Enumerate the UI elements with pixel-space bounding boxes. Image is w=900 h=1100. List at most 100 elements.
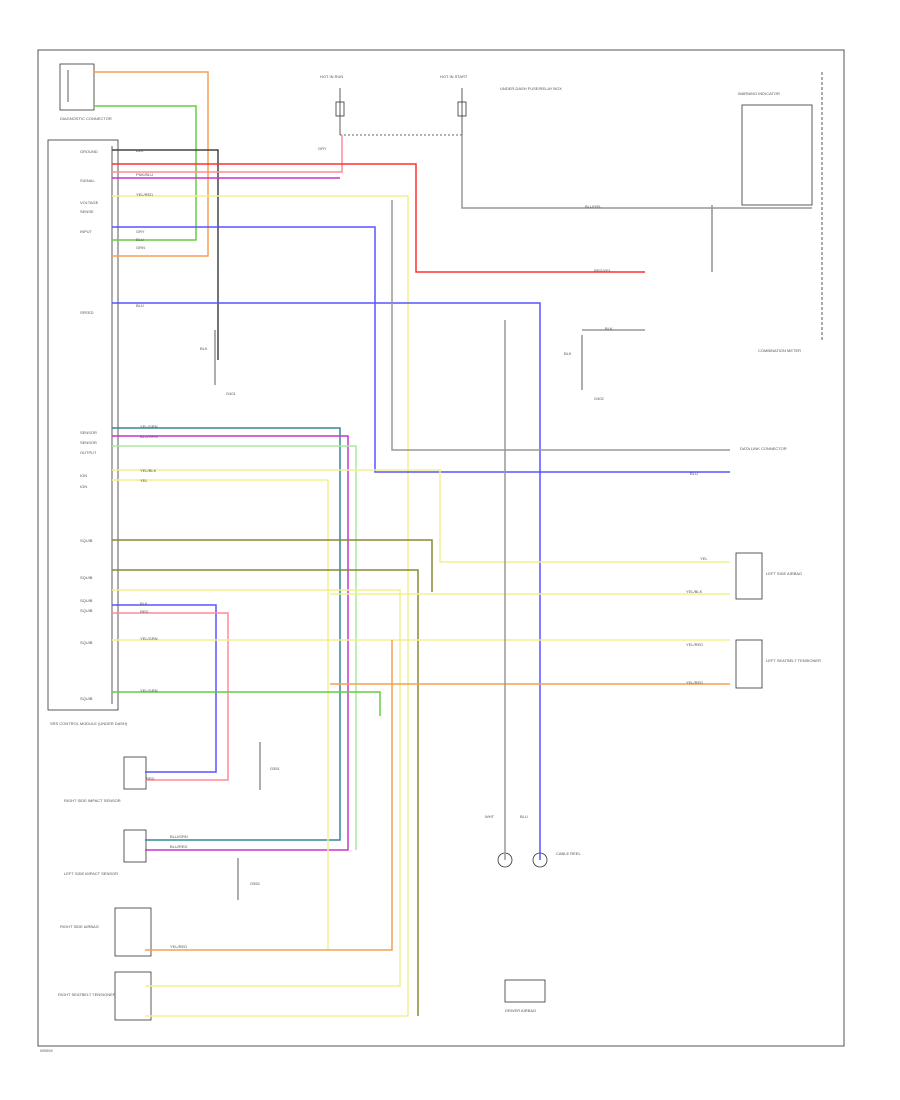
svg-text:HOT IN RUN: HOT IN RUN <box>320 74 343 79</box>
svg-text:BLU: BLU <box>690 471 698 476</box>
fuse-hot-start[interactable]: HOT IN START UNDER-DASH FUSE/RELAY BOX <box>440 74 562 135</box>
svg-text:CABLE REEL: CABLE REEL <box>556 851 581 856</box>
wire-lightgreen <box>112 445 357 850</box>
ground-g551: G551 <box>259 742 281 790</box>
ground-g402: G402 <box>581 335 605 401</box>
svg-text:G552: G552 <box>250 881 261 886</box>
svg-text:GRY: GRY <box>136 229 145 234</box>
warning-indicator[interactable] <box>741 104 813 206</box>
svg-text:OUTPUT: OUTPUT <box>80 450 97 455</box>
wire-olive-1 <box>112 539 433 592</box>
svg-text:YEL: YEL <box>700 556 708 561</box>
svg-text:G401: G401 <box>226 391 237 396</box>
svg-text:SIGNAL: SIGNAL <box>80 178 95 183</box>
combination-meter-label: COMBINATION METER <box>758 348 801 353</box>
wire-harness <box>94 71 812 1017</box>
svg-text:VOLTAGE: VOLTAGE <box>80 200 99 205</box>
svg-text:BLU: BLU <box>136 237 144 242</box>
svg-text:BLU: BLU <box>136 303 144 308</box>
right-side-impact-sensor-label: RIGHT SIDE IMPACT SENSOR <box>64 798 121 803</box>
svg-text:BLK: BLK <box>605 326 613 331</box>
wire-yellow-mid2 <box>112 479 329 950</box>
svg-text:BLK: BLK <box>140 601 148 606</box>
svg-text:HOT IN START: HOT IN START <box>440 74 468 79</box>
right-side-airbag[interactable] <box>114 907 152 957</box>
right-seatbelt-tensioner-label: RIGHT SEATBELT TENSIONER <box>58 992 116 997</box>
data-link-connector-label: DATA LINK CONNECTOR <box>740 446 787 451</box>
left-side-airbag-label: LEFT SIDE AIRBAG <box>766 571 802 576</box>
right-side-impact-sensor[interactable] <box>123 756 147 790</box>
svg-text:WHT: WHT <box>485 814 495 819</box>
driver-airbag-label: DRIVER AIRBAG <box>505 1008 536 1013</box>
wire-yellow-low <box>112 589 401 987</box>
wire-grey-vertical <box>391 200 730 451</box>
wire-power-pink <box>112 135 343 173</box>
svg-text:BLU/GRN: BLU/GRN <box>140 434 158 439</box>
warning-indicator-label: WARNING INDICATOR <box>738 91 780 96</box>
left-seatbelt-tensioner-label: LEFT SEATBELT TENSIONER <box>766 658 821 663</box>
left-side-impact-sensor[interactable] <box>123 829 147 863</box>
svg-text:BLU/RED: BLU/RED <box>170 844 187 849</box>
svg-text:SPEED: SPEED <box>80 310 94 315</box>
svg-text:SENSOR: SENSOR <box>80 430 97 435</box>
svg-text:SENSE: SENSE <box>80 209 94 214</box>
wire-diag-green <box>94 105 197 241</box>
fuse-box-label: UNDER-DASH FUSE/RELAY BOX <box>500 86 562 91</box>
svg-text:GRY: GRY <box>318 146 327 151</box>
svg-text:YEL/BLK: YEL/BLK <box>140 468 157 473</box>
svg-text:YEL/BLK: YEL/BLK <box>686 589 703 594</box>
svg-text:IGN: IGN <box>80 484 87 489</box>
wire-ground <box>112 149 219 360</box>
wire-green-low <box>112 691 381 716</box>
svg-text:BLU: BLU <box>520 814 528 819</box>
wire-blue-sensor <box>112 604 217 773</box>
diagnostic-connector-label: DIAGNOSTIC CONNECTOR <box>60 116 112 121</box>
wire-yellow-mid1 <box>112 469 730 563</box>
srs-control-module[interactable] <box>47 139 119 711</box>
svg-text:YEL/RED: YEL/RED <box>686 680 703 685</box>
wire-blue-main <box>112 302 541 860</box>
svg-text:BLU/GRN: BLU/GRN <box>170 834 188 839</box>
left-side-airbag[interactable] <box>735 552 763 600</box>
ground-g401: G401 <box>214 330 237 396</box>
right-side-airbag-label: RIGHT SIDE AIRBAG <box>60 924 99 929</box>
svg-text:RED: RED <box>146 776 155 781</box>
wire-labels: BLK PNK/BLU YEL/RED GRY BLU GRN BLU YEL/… <box>136 146 708 949</box>
wire-pink-sensor <box>112 612 229 781</box>
svg-text:YEL/GRN: YEL/GRN <box>140 688 158 693</box>
svg-text:IGN: IGN <box>80 473 87 478</box>
svg-text:SQUIB: SQUIB <box>80 608 93 613</box>
ground-g552: G552 <box>237 858 261 900</box>
svg-text:YEL/RED: YEL/RED <box>136 192 153 197</box>
wire-orange-down <box>145 640 393 951</box>
svg-text:YEL/GRN: YEL/GRN <box>140 636 158 641</box>
wire-yellow-upper <box>112 195 409 1017</box>
control-module-label: SRS CONTROL MODULE (UNDER DASH) <box>50 721 128 726</box>
svg-text:SQUIB: SQUIB <box>80 640 93 645</box>
wire-magenta-lower <box>112 435 349 851</box>
diagnostic-connector[interactable] <box>59 63 95 111</box>
svg-text:PNK/BLU: PNK/BLU <box>136 172 153 177</box>
svg-text:YEL/RED: YEL/RED <box>686 642 703 647</box>
svg-text:BLU/YEL: BLU/YEL <box>585 204 602 209</box>
driver-airbag[interactable] <box>504 979 546 1003</box>
right-seatbelt-tensioner[interactable] <box>114 971 152 1021</box>
wire-teal <box>112 427 341 841</box>
fuse-hot-run[interactable]: HOT IN RUN <box>320 74 345 135</box>
left-side-impact-sensor-label: LEFT SIDE IMPACT SENSOR <box>64 871 118 876</box>
svg-text:YEL: YEL <box>140 478 148 483</box>
wire-red-fuse <box>112 163 645 273</box>
wire-grey-warn <box>461 135 812 209</box>
svg-text:SQUIB: SQUIB <box>80 575 93 580</box>
svg-text:YEL/RED: YEL/RED <box>170 944 187 949</box>
left-seatbelt-tensioner[interactable] <box>735 639 763 689</box>
svg-text:RED: RED <box>140 609 149 614</box>
svg-text:G402: G402 <box>594 396 605 401</box>
wire-blue-upper <box>112 226 730 473</box>
module-pin-labels: GROUND SIGNAL VOLTAGE SENSE INPUT SPEED … <box>80 149 99 701</box>
svg-text:BLK: BLK <box>136 148 144 153</box>
svg-text:SENSOR: SENSOR <box>80 440 97 445</box>
svg-text:YEL/GRN: YEL/GRN <box>140 424 158 429</box>
diagram-frame <box>37 49 845 1047</box>
